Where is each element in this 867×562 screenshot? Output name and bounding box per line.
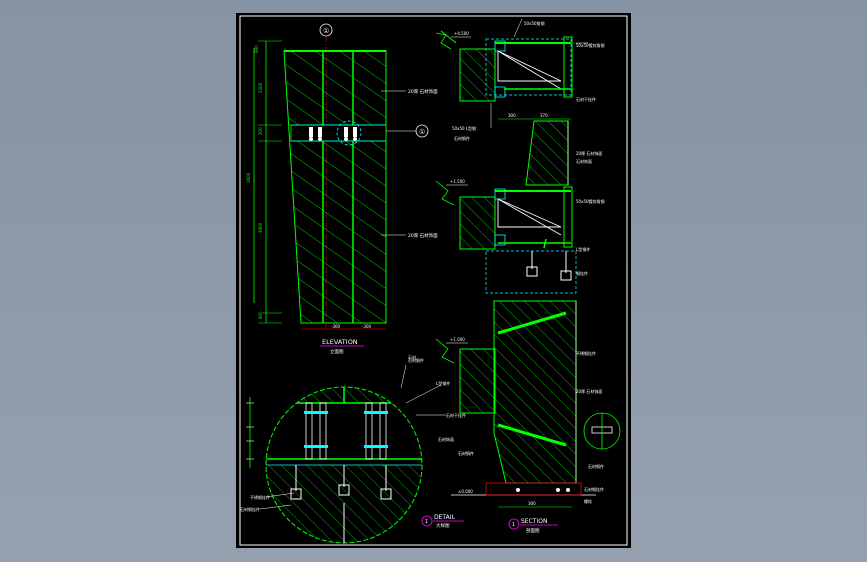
grid-marker-right xyxy=(415,124,429,138)
stone-panel xyxy=(283,50,387,324)
section-scale: 剖面图 xyxy=(526,527,540,534)
sheet-frame xyxy=(239,15,628,546)
level-mark: +1.500 xyxy=(450,179,465,184)
dim-text: 2300 xyxy=(258,82,263,93)
detail-number: 1 xyxy=(425,519,428,525)
section-view: +4.500 50x50角钢 50x50镀锌角钢 石材干挂件 300 xyxy=(408,18,621,534)
section-label: 石材干挂件 xyxy=(576,96,596,102)
section-stone xyxy=(525,120,569,186)
section-label: 50x50 L型钢 xyxy=(452,125,476,131)
section-label: 钢挂件 xyxy=(576,270,588,276)
dim-text: 3900 xyxy=(258,222,263,233)
section-number: 1 xyxy=(512,522,515,528)
detail-view: 石材钢件 石材干挂件 L型钢件 不锈钢挂件 石材钢挂件 1 DETAIL 大样图 xyxy=(240,357,466,544)
section-label: 石材钢件 xyxy=(454,135,470,141)
section-label: 石材饰面 xyxy=(576,158,592,164)
section-label: 石材钢挂件 xyxy=(584,486,604,492)
grid-marker-label: ① xyxy=(323,27,329,35)
elevation-scale: 立面图 xyxy=(330,348,344,355)
section-label: 20厚 石材饰面 xyxy=(576,150,602,156)
section-label: 石材饰面 xyxy=(438,436,454,442)
section-label: 石材钢件 xyxy=(458,450,474,456)
dim-text: 880 xyxy=(254,45,259,53)
detail-label: L型钢件 xyxy=(436,380,450,386)
dim-text: 300 xyxy=(258,127,263,135)
drawing-sheet: 880 2300 300 1600 3900 90 ① xyxy=(236,13,631,548)
dim-text: 1600 xyxy=(246,172,251,183)
elevation-label: 20厚 石材饰面 xyxy=(408,232,438,239)
section-dim: 370 xyxy=(540,113,548,118)
section-label: 20厚 石材饰面 xyxy=(576,388,602,394)
detail-label: 石材钢挂件 xyxy=(240,506,260,512)
section-title: SECTION xyxy=(521,518,547,525)
section-label: 50x50镀锌角钢 xyxy=(576,42,605,48)
bottom-dim: -300 xyxy=(331,324,341,329)
elevation-label: 20厚 石材饰面 xyxy=(408,88,438,95)
grid-marker-label: ① xyxy=(419,128,425,136)
detail-label: 石材干挂件 xyxy=(446,412,466,418)
section-label: 石材钢件 xyxy=(588,463,604,469)
detail-scale: 大样图 xyxy=(436,522,450,529)
section-label: 50x50角钢 xyxy=(524,20,545,26)
detail-title: DETAIL xyxy=(434,514,455,521)
level-mark: +4.500 xyxy=(454,31,469,36)
bottom-dim: -300 xyxy=(362,324,372,329)
detail-label: 石材钢件 xyxy=(408,357,424,363)
elevation-view: 880 2300 300 1600 3900 90 ① xyxy=(246,23,438,355)
level-mark: ±0.000 xyxy=(458,489,473,494)
detail-label: 不锈钢挂件 xyxy=(250,494,270,500)
level-mark: +1.000 xyxy=(450,337,465,342)
section-dim: 300 xyxy=(508,113,516,118)
cad-drawing: 880 2300 300 1600 3900 90 ① xyxy=(239,15,628,546)
section-dim: 300 xyxy=(528,501,536,506)
elevation-title: ELEVATION xyxy=(322,338,358,346)
section-label: 不锈钢挂件 xyxy=(576,350,596,356)
section-label: 螺栓 xyxy=(584,498,592,504)
section-label: 50x50镀锌角钢 xyxy=(576,198,605,204)
dim-text: 90 xyxy=(258,313,263,319)
clip-group xyxy=(309,127,357,141)
section-label: 石材 xyxy=(408,354,416,360)
section-label: L型钢件 xyxy=(576,246,590,252)
concrete-beam xyxy=(459,48,496,102)
